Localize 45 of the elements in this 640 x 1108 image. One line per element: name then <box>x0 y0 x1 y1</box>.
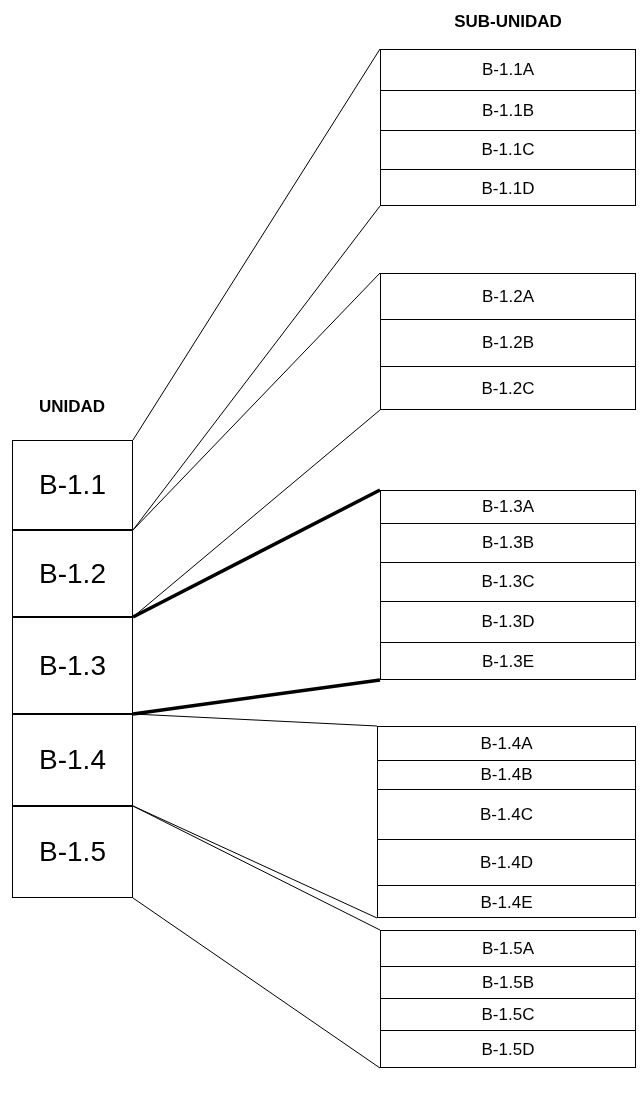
unit-label: B-1.1 <box>39 469 106 501</box>
sub-unit-label: B-1.3D <box>481 612 535 632</box>
connector-line <box>132 272 381 531</box>
column-heading: SUB-UNIDAD <box>454 12 562 32</box>
sub-unit-label: B-1.5D <box>481 1040 535 1060</box>
sub-unit-label: B-1.4B <box>480 765 533 785</box>
sub-unit-label: B-1.4C <box>480 804 533 825</box>
sub-unit-label: B-1.3B <box>482 533 534 553</box>
unit-box <box>12 617 133 714</box>
sub-unit-label: B-1.3C <box>481 572 535 592</box>
sub-unit-group-box <box>380 930 636 1068</box>
unit-label: B-1.3 <box>39 649 106 682</box>
sub-unit-label: B-1.2A <box>482 286 534 307</box>
connector-line <box>132 678 381 716</box>
sub-unit-label: B-1.4E <box>480 892 533 913</box>
unit-label: B-1.4 <box>39 744 106 776</box>
column-heading: UNIDAD <box>38 397 106 417</box>
unit-label: B-1.5 <box>39 836 106 868</box>
unit-box <box>12 440 133 530</box>
sub-unit-group-box <box>380 49 636 206</box>
unit-box <box>12 806 133 898</box>
unit-label: B-1.2 <box>39 557 106 590</box>
connector-line <box>132 897 381 1069</box>
sub-unit-label: B-1.3A <box>482 497 534 517</box>
sub-unit-label: B-1.1C <box>481 140 535 160</box>
sub-unit-label: B-1.1B <box>482 100 534 121</box>
sub-unit-label: B-1.4D <box>480 852 533 873</box>
connector-line <box>132 713 378 727</box>
sub-unit-group-box <box>380 273 636 410</box>
connector-line <box>132 205 381 531</box>
unit-box <box>12 530 133 617</box>
sub-unit-label: B-1.2C <box>481 379 535 399</box>
sub-unit-group-box <box>380 490 636 680</box>
sub-unit-label: B-1.5B <box>482 972 534 993</box>
connector-line <box>132 488 381 619</box>
sub-unit-label: B-1.3E <box>482 652 534 672</box>
sub-unit-label: B-1.4A <box>480 733 533 754</box>
sub-unit-label: B-1.1D <box>481 178 535 199</box>
unit-box <box>12 714 133 806</box>
sub-unit-label: B-1.5C <box>481 1004 535 1025</box>
connector-line <box>132 48 381 441</box>
sub-unit-label: B-1.1A <box>482 60 534 80</box>
sub-unit-label: B-1.2B <box>482 333 534 353</box>
sub-unit-label: B-1.5A <box>482 938 534 959</box>
sub-unit-group-box <box>377 726 636 918</box>
